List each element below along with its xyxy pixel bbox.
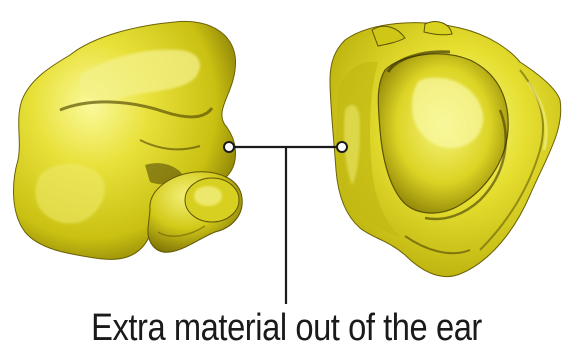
figure-caption: Extra material out of the ear [40, 306, 533, 350]
circle-marker-icon [337, 142, 347, 152]
circle-marker-icon [224, 142, 234, 152]
ear-impression-right-icon [330, 22, 561, 277]
ear-impression-left-icon [14, 21, 243, 259]
callout-bracket [224, 142, 347, 304]
